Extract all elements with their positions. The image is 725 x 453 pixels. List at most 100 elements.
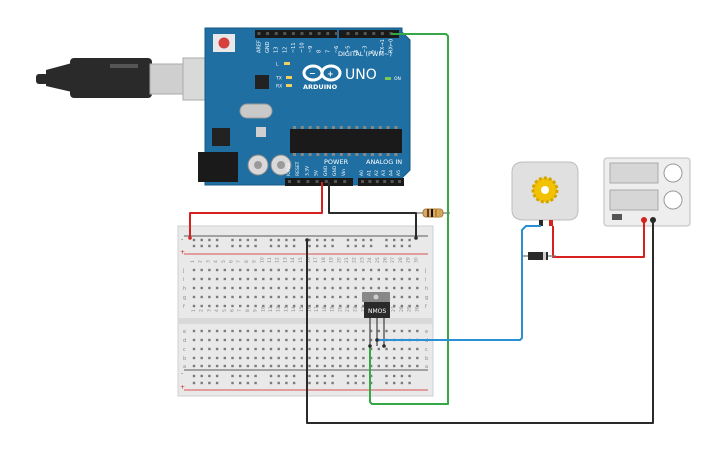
rail-hole[interactable]: [246, 381, 250, 385]
breadboard-hole[interactable]: [362, 277, 365, 281]
breadboard-hole[interactable]: [269, 347, 273, 351]
breadboard-hole[interactable]: [277, 277, 280, 281]
breadboard-hole[interactable]: [393, 356, 396, 360]
breadboard-hole[interactable]: [393, 347, 396, 351]
breadboard-hole[interactable]: [308, 364, 311, 368]
breadboard-hole[interactable]: [331, 347, 334, 351]
breadboard-hole[interactable]: [362, 338, 365, 342]
rail-hole[interactable]: [323, 238, 327, 242]
breadboard-hole[interactable]: [292, 329, 296, 333]
breadboard-hole[interactable]: [200, 338, 203, 342]
breadboard-hole[interactable]: [369, 268, 373, 272]
analog-pin[interactable]: [361, 180, 364, 183]
power-switch[interactable]: [612, 214, 622, 220]
breadboard-hole[interactable]: [192, 338, 196, 342]
digital-pin[interactable]: [346, 32, 350, 35]
breadboard-hole[interactable]: [239, 277, 242, 281]
breadboard-hole[interactable]: [354, 286, 357, 290]
breadboard-hole[interactable]: [285, 356, 288, 360]
breadboard-hole[interactable]: [200, 356, 203, 360]
breadboard-hole[interactable]: [215, 286, 219, 290]
rail-hole[interactable]: [308, 381, 311, 385]
rail-hole[interactable]: [246, 244, 250, 248]
breadboard-hole[interactable]: [208, 277, 211, 281]
rail-hole[interactable]: [354, 244, 357, 248]
breadboard-hole[interactable]: [377, 356, 380, 360]
breadboard-hole[interactable]: [269, 364, 273, 368]
breadboard-hole[interactable]: [369, 356, 373, 360]
rail-hole[interactable]: [369, 238, 373, 242]
breadboard-hole[interactable]: [323, 329, 327, 333]
rail-hole[interactable]: [354, 238, 357, 242]
breadboard-hole[interactable]: [246, 295, 250, 299]
breadboard-hole[interactable]: [300, 338, 303, 342]
rail-hole[interactable]: [323, 381, 327, 385]
breadboard-hole[interactable]: [416, 277, 419, 281]
rail-hole[interactable]: [331, 244, 334, 248]
analog-pin[interactable]: [375, 180, 379, 183]
breadboard-hole[interactable]: [223, 295, 226, 299]
breadboard-hole[interactable]: [223, 277, 226, 281]
breadboard-hole[interactable]: [339, 304, 342, 308]
breadboard-hole[interactable]: [277, 329, 280, 333]
breadboard-hole[interactable]: [239, 304, 242, 308]
power-pin[interactable]: [334, 180, 337, 183]
rail-hole[interactable]: [308, 374, 311, 378]
digital-pin[interactable]: [326, 32, 330, 35]
rail-hole[interactable]: [292, 244, 296, 248]
breadboard-hole[interactable]: [308, 268, 311, 272]
breadboard-hole[interactable]: [192, 356, 196, 360]
breadboard-hole[interactable]: [346, 338, 350, 342]
breadboard-hole[interactable]: [285, 295, 288, 299]
breadboard-hole[interactable]: [400, 356, 404, 360]
breadboard-hole[interactable]: [262, 295, 265, 299]
rail-hole[interactable]: [400, 244, 404, 248]
digital-pin[interactable]: [300, 32, 304, 35]
breadboard-hole[interactable]: [369, 277, 373, 281]
breadboard-hole[interactable]: [308, 286, 311, 290]
rail-hole[interactable]: [231, 238, 234, 242]
rail-hole[interactable]: [385, 238, 388, 242]
breadboard-hole[interactable]: [231, 338, 234, 342]
breadboard-hole[interactable]: [416, 268, 419, 272]
breadboard-hole[interactable]: [262, 347, 265, 351]
breadboard-hole[interactable]: [192, 268, 196, 272]
rail-hole[interactable]: [362, 374, 365, 378]
breadboard-hole[interactable]: [223, 286, 226, 290]
rail-hole[interactable]: [323, 374, 327, 378]
breadboard-hole[interactable]: [362, 304, 365, 308]
breadboard-hole[interactable]: [262, 286, 265, 290]
breadboard-hole[interactable]: [277, 347, 280, 351]
breadboard-hole[interactable]: [215, 338, 219, 342]
rail-hole[interactable]: [362, 238, 365, 242]
rail-hole[interactable]: [400, 381, 404, 385]
breadboard-hole[interactable]: [277, 268, 280, 272]
rail-hole[interactable]: [408, 374, 411, 378]
breadboard-hole[interactable]: [215, 277, 219, 281]
breadboard-hole[interactable]: [308, 329, 311, 333]
breadboard-hole[interactable]: [200, 364, 203, 368]
breadboard-hole[interactable]: [308, 304, 311, 308]
rail-hole[interactable]: [385, 374, 388, 378]
rail-hole[interactable]: [285, 381, 288, 385]
analog-pin[interactable]: [368, 180, 372, 183]
breadboard-hole[interactable]: [292, 268, 296, 272]
breadboard-hole[interactable]: [400, 364, 404, 368]
rail-hole[interactable]: [408, 381, 411, 385]
rail-hole[interactable]: [254, 381, 257, 385]
breadboard-hole[interactable]: [192, 347, 196, 351]
breadboard-hole[interactable]: [239, 364, 242, 368]
breadboard-hole[interactable]: [346, 347, 350, 351]
breadboard-hole[interactable]: [346, 304, 350, 308]
breadboard-hole[interactable]: [323, 356, 327, 360]
breadboard-hole[interactable]: [292, 347, 296, 351]
breadboard-hole[interactable]: [377, 329, 380, 333]
breadboard-hole[interactable]: [354, 364, 357, 368]
breadboard-hole[interactable]: [246, 268, 250, 272]
breadboard-hole[interactable]: [231, 286, 234, 290]
breadboard-hole[interactable]: [346, 356, 350, 360]
breadboard-hole[interactable]: [254, 277, 257, 281]
breadboard-hole[interactable]: [269, 338, 273, 342]
rail-hole[interactable]: [369, 244, 373, 248]
breadboard-hole[interactable]: [377, 347, 380, 351]
